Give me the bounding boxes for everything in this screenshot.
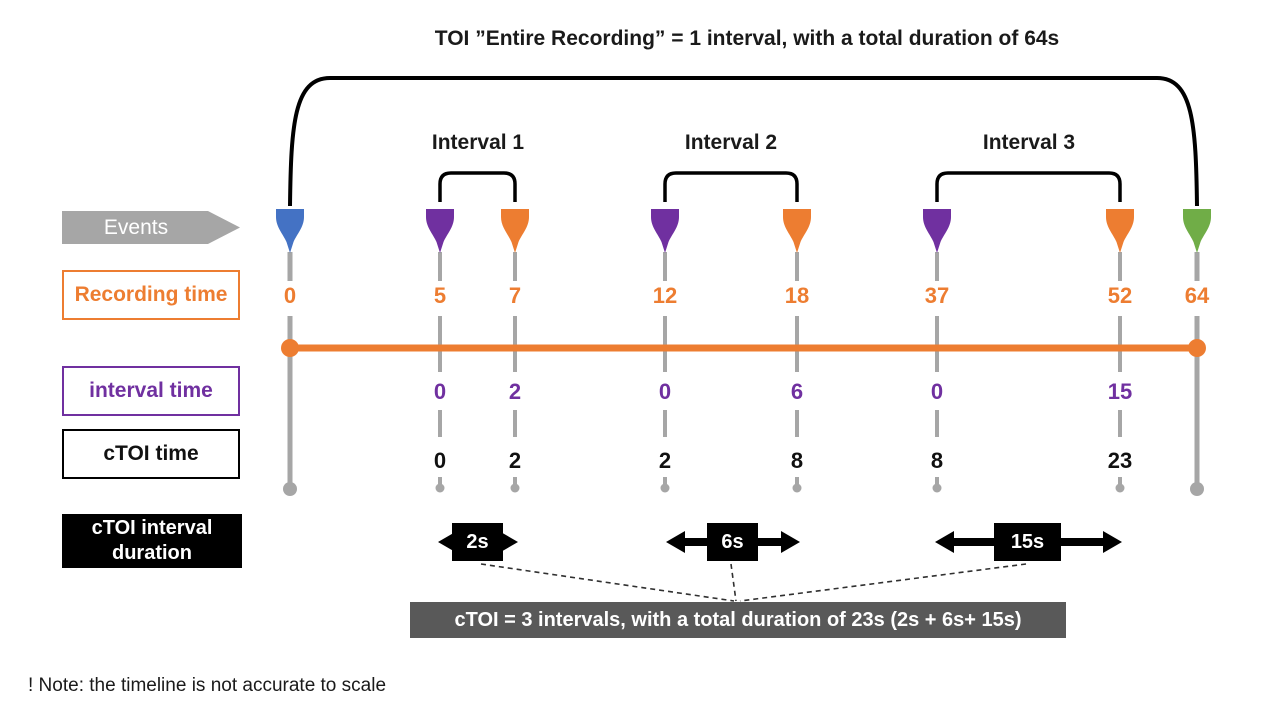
middle-stems [438,252,1122,484]
event-marker-orange [1106,209,1134,253]
ctoi-time-label-text: cTOI time [103,442,199,465]
events-row-label: Events [62,211,240,244]
toi-bracket [288,76,1199,207]
ctoi-time-value: 2 [508,448,522,473]
recording-time-row-label: Recording time [62,270,240,320]
interval-time-value: 6 [790,379,804,404]
timeline-end-dot [1188,339,1206,357]
stem-end-dot [283,482,297,496]
recording-time-value: 7 [508,283,522,308]
interval-2-label: Interval 2 [684,131,778,154]
interval-3-label: Interval 3 [982,131,1076,154]
interval-3-duration-badge: 15s [994,523,1061,561]
interval-time-value: 2 [508,379,522,404]
recording-time-value: 0 [283,283,297,308]
interval-time-value: 0 [930,379,944,404]
event-marker-purple [923,209,951,253]
ctoi-time-value: 8 [790,448,804,473]
events-label-text: Events [103,215,169,239]
interval-time-row-label: interval time [62,366,240,416]
event-marker-green [1183,209,1211,253]
summary-connectors [480,563,1027,602]
ctoi-time-row-label: cTOI time [62,429,240,479]
interval-3-bracket [935,171,1122,202]
ctoi-duration-label-line2: duration [112,542,192,564]
recording-time-value: 37 [924,283,950,308]
interval-1-label: Interval 1 [431,131,525,154]
scale-note: ! Note: the timeline is not accurate to … [28,675,387,696]
event-marker-orange [501,209,529,253]
diagram-title: TOI ”Entire Recording” = 1 interval, wit… [434,27,1060,50]
ctoi-duration-label-line1: cTOI interval [91,517,213,539]
interval-2-duration-badge: 6s [707,523,758,561]
interval-time-label-text: interval time [89,379,213,402]
stem-end-dots [435,483,1125,493]
ctoi-time-value: 2 [658,448,672,473]
interval-time-value: 0 [433,379,447,404]
interval-time-value: 0 [658,379,672,404]
recording-time-value: 64 [1184,283,1210,308]
interval-1-duration-badge: 2s [452,523,503,561]
recording-time-value: 12 [652,283,678,308]
event-marker-blue [276,209,304,253]
recording-time-value: 18 [784,283,810,308]
event-marker-orange [783,209,811,253]
ctoi-time-value: 23 [1107,448,1133,473]
recording-time-value: 52 [1107,283,1133,308]
ctoi-interval-duration-row-label: cTOI interval duration [62,514,242,568]
interval-1-bracket [438,171,517,202]
stem-end-dot [1190,482,1204,496]
ctoi-time-value: 8 [930,448,944,473]
ctoi-summary: cTOI = 3 intervals, with a total duratio… [410,602,1066,638]
ctoi-time-value: 0 [433,448,447,473]
recording-time-label-text: Recording time [74,283,228,306]
interval-time-value: 15 [1107,379,1133,404]
timeline-start-dot [281,339,299,357]
recording-time-value: 5 [433,283,447,308]
event-marker-purple [651,209,679,253]
interval-2-bracket [663,171,799,202]
event-marker-purple [426,209,454,253]
